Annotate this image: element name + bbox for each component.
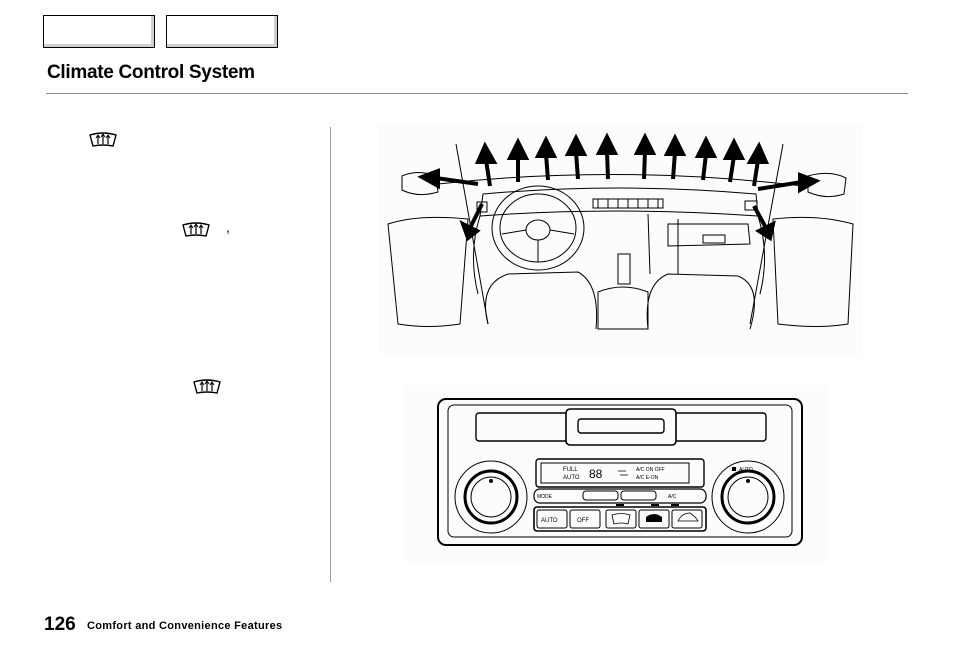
ac-label: A/C — [668, 494, 677, 500]
climate-control-panel-illustration: FULL AUTO 88 A/C ON OFF A/C E-ON MODE A/… — [406, 385, 826, 565]
auto-button-label: AUTO — [541, 518, 558, 524]
rear-defrost-icon — [182, 222, 210, 237]
display-auto-label: AUTO — [563, 475, 580, 481]
rear-defrost-icon — [193, 379, 221, 394]
next-page-button[interactable] — [166, 15, 278, 48]
off-button-label: OFF — [577, 518, 589, 524]
display-ac-line1: A/C ON OFF — [636, 467, 665, 473]
inline-comma: , — [226, 219, 230, 235]
display-full-label: FULL — [563, 467, 578, 473]
knob-auto-label: AUTO — [739, 467, 753, 473]
display-ac-line2: A/C E-ON — [636, 475, 659, 481]
interior-airflow-illustration — [378, 124, 863, 354]
title-divider — [46, 93, 908, 94]
display-digits: 88 — [589, 467, 603, 481]
mode-label: MODE — [537, 494, 553, 500]
car-recirculation-icon — [677, 512, 699, 522]
rear-defrost-icon — [89, 132, 117, 147]
page-title: Climate Control System — [47, 62, 255, 83]
page-number: 126 — [44, 614, 76, 635]
section-name: Comfort and Convenience Features — [87, 620, 283, 632]
airflow-arrow — [474, 141, 498, 187]
previous-page-button[interactable] — [43, 15, 155, 48]
rear-defrost-button-icon — [611, 513, 631, 525]
column-divider — [330, 127, 331, 582]
